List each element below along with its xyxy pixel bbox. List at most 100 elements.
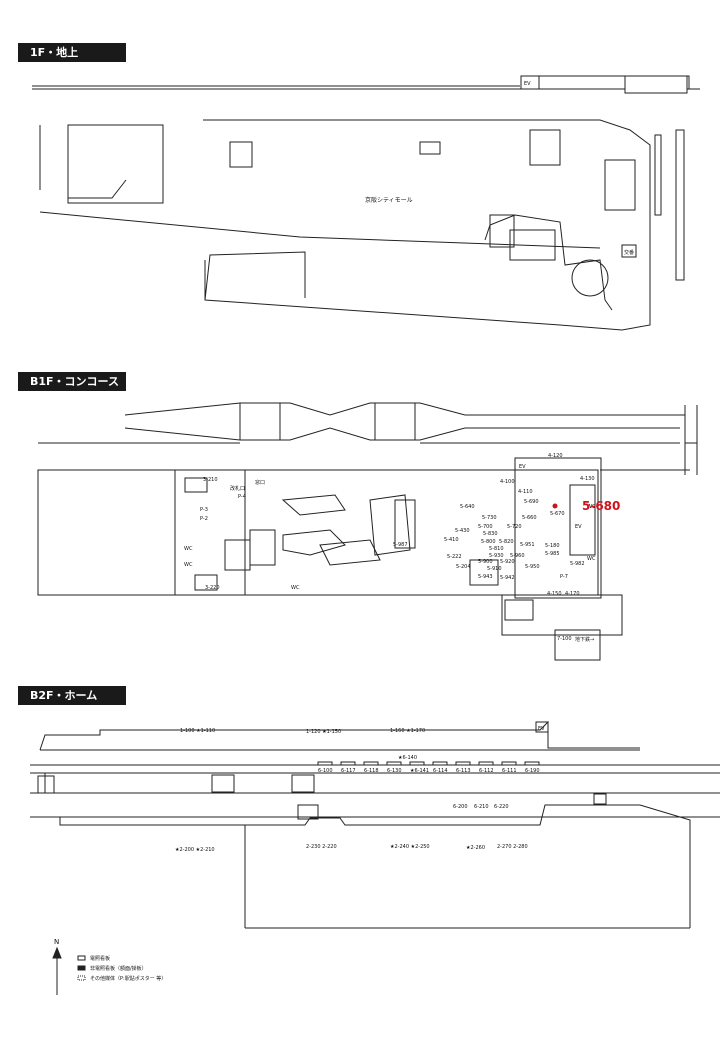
b2-row-label: ★6-141 bbox=[410, 768, 429, 774]
b2-row-label: 6-111 bbox=[502, 768, 517, 774]
b2-row-label: 6-112 bbox=[479, 768, 494, 774]
highlight-marker bbox=[552, 503, 558, 509]
legend: N 電照看板 非電照看板（額面/掛板） その他媒体（P:駅貼ポスター 等） bbox=[52, 938, 166, 995]
north-label: N bbox=[54, 938, 59, 946]
b2-row-sign bbox=[363, 761, 379, 766]
b1-label-5-810: 5-810 bbox=[489, 546, 504, 552]
b2-mid-label-3: 6-220 bbox=[494, 804, 509, 810]
b1-label-5-960: 5-960 bbox=[510, 553, 525, 559]
b1-label-5-690: 5-690 bbox=[524, 499, 539, 505]
b1-label-wc: WC bbox=[587, 504, 596, 510]
b1-label-wc: WC bbox=[184, 562, 193, 568]
b1-label-5-670: 5-670 bbox=[550, 511, 565, 517]
b2-row-sign bbox=[501, 761, 517, 766]
b1-label-5-720: 5-720 bbox=[507, 524, 522, 530]
b1-label-5-730: 5-730 bbox=[482, 515, 497, 521]
other-media-icon bbox=[77, 975, 86, 981]
b1-label-4-150: 4-150 bbox=[547, 591, 562, 597]
b1-label-counter: 窓口 bbox=[255, 479, 265, 486]
b2-bottom-label-4: ★2-260 bbox=[466, 845, 485, 851]
b2-row-label: 6-117 bbox=[341, 768, 356, 774]
b2-row-labels: 6-100 6-117 6-118 6-130 ★6-141 6-114 6-113 6-11… bbox=[317, 761, 540, 774]
legend-item-3: その他媒体（P:駅貼ポスター 等） bbox=[90, 975, 166, 982]
b2-row-label: 6-113 bbox=[456, 768, 471, 774]
b1-label-5-204: 5-204 bbox=[456, 564, 471, 570]
b2-mid-label-2: 6-210 bbox=[474, 804, 489, 810]
b1-label-7-100: 7-100 bbox=[557, 636, 572, 642]
b1-label-3-220: 3-220 bbox=[205, 585, 220, 591]
b1-label-subway: 地下鉄→ bbox=[575, 636, 594, 643]
b2-row-label: 6-114 bbox=[433, 768, 448, 774]
kiosk-label: 交番 bbox=[624, 249, 634, 256]
lit-sign-icon bbox=[77, 955, 86, 961]
map-b1f: 3-210 3-220 WC WC WC WC WC EV EV 4-100 4… bbox=[37, 402, 698, 661]
b1-label-wc: WC bbox=[291, 585, 300, 591]
b1-label-5-943: 5-943 bbox=[478, 574, 493, 580]
b2-row-sign bbox=[386, 761, 402, 766]
b1-label-3-210: 3-210 bbox=[203, 477, 218, 483]
b1-label-5-800: 5-800 bbox=[481, 539, 496, 545]
b2-bottom-label-5: 2-270 2-280 bbox=[497, 844, 528, 850]
floor-b2f-title: B2F・ホーム bbox=[18, 686, 126, 705]
b1-label-5-950: 5-950 bbox=[525, 564, 540, 570]
north-arrow-icon bbox=[52, 946, 62, 959]
b2-row-sign bbox=[317, 761, 333, 766]
b2-bottom-label-2: 2-230 2-220 bbox=[306, 844, 337, 850]
b1-highlight-5-680: 5-680 bbox=[582, 499, 620, 513]
b1-label-5-180: 5-180 bbox=[545, 543, 560, 549]
mall-label: 京阪シティモール bbox=[365, 196, 413, 204]
b1-label-p4: P-4 bbox=[238, 494, 246, 500]
b1-label-4-120: 4-120 bbox=[548, 453, 563, 459]
b2-row-label: 6-100 bbox=[318, 768, 333, 774]
b2-mid-label-1: 6-200 bbox=[453, 804, 468, 810]
b1-label-5-430: 5-430 bbox=[455, 528, 470, 534]
b1-label-ev: EV bbox=[575, 524, 582, 530]
b1-label-5-910: 5-910 bbox=[487, 566, 502, 572]
legend-item-1: 電照看板 bbox=[90, 955, 110, 962]
b2-row-sign bbox=[478, 761, 494, 766]
b1-label-p2: P-2 bbox=[200, 516, 208, 522]
b1-label-5-900: 5-900 bbox=[478, 559, 493, 565]
b2-top-label-4: ★6-140 bbox=[398, 755, 417, 761]
b2-row-sign bbox=[340, 761, 356, 766]
b2-top-label-3: 1-160 ★1-170 bbox=[390, 728, 425, 734]
b1-label-wc: WC bbox=[587, 556, 596, 562]
b2-row-sign bbox=[432, 761, 448, 766]
map-b2f: 1-100 ★1-110 1-120 ★1-150 1-160 ★1-170 ★… bbox=[30, 720, 720, 929]
b1-label-p7: P-7 bbox=[560, 574, 568, 580]
b1-label-4-170: 4-170 bbox=[565, 591, 580, 597]
b2-ev-label: EV bbox=[538, 726, 545, 732]
b1-label-p3: P-3 bbox=[200, 507, 208, 513]
b1-label-4-100: 4-100 bbox=[500, 479, 515, 485]
b2-row-label: 6-130 bbox=[387, 768, 402, 774]
b2-bottom-label-3: ★2-240 ★2-250 bbox=[390, 844, 430, 850]
map-1f: 京阪シティモール EV 交番 bbox=[32, 75, 700, 331]
b2-top-label-1: 1-100 ★1-110 bbox=[180, 728, 215, 734]
b1-label-5-987: 5-987 bbox=[393, 542, 408, 548]
b1-label-wc: WC bbox=[184, 546, 193, 552]
b1-label-5-640: 5-640 bbox=[460, 504, 475, 510]
b1-label-5-982: 5-982 bbox=[570, 561, 585, 567]
unlit-sign-icon bbox=[77, 965, 86, 971]
b2-row-label: 6-190 bbox=[525, 768, 540, 774]
b2-row-label: 6-118 bbox=[364, 768, 379, 774]
b1-label-5-820: 5-820 bbox=[499, 539, 514, 545]
b1-label-4-110: 4-110 bbox=[518, 489, 533, 495]
b1-label-5-830: 5-830 bbox=[483, 531, 498, 537]
floor-b1f-title: B1F・コンコース bbox=[18, 372, 126, 391]
b2-row-sign bbox=[524, 761, 540, 766]
ev-label-1f: EV bbox=[524, 81, 531, 87]
b1-label-4-130: 4-130 bbox=[580, 476, 595, 482]
floor-1f-title: 1F・地上 bbox=[18, 43, 126, 62]
b1-label-5-951: 5-951 bbox=[520, 542, 535, 548]
b1-label-5-410: 5-410 bbox=[444, 537, 459, 543]
b2-top-label-2: 1-120 ★1-150 bbox=[306, 729, 341, 735]
b1-label-5-700: 5-700 bbox=[478, 524, 493, 530]
b1-label-5-920: 5-920 bbox=[500, 559, 515, 565]
b1-label-5-942: 5-942 bbox=[500, 575, 515, 581]
b1-label-ev: EV bbox=[519, 464, 526, 470]
b1-label-5-660: 5-660 bbox=[522, 515, 537, 521]
b2-bottom-label-1: ★2-200 ★2-210 bbox=[175, 847, 215, 853]
b1-label-5-222: 5-222 bbox=[447, 554, 462, 560]
